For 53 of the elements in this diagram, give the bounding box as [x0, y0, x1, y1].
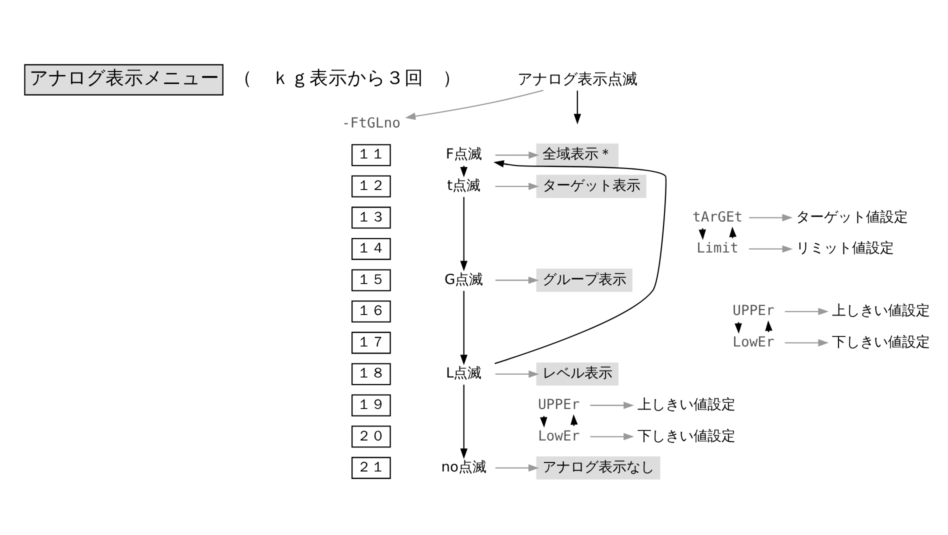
node-text: 下しきい値設定	[832, 334, 930, 350]
node-box: ターゲット表示	[536, 174, 646, 198]
node-text: tArGEt	[692, 209, 743, 226]
node-box: １２	[351, 175, 391, 198]
node-box: １５	[351, 269, 391, 292]
node-text: F点滅	[446, 146, 482, 163]
node-text: L点滅	[446, 366, 482, 382]
arrow	[460, 197, 468, 272]
arrow	[495, 464, 539, 472]
node-text: 上しきい値設定	[637, 396, 736, 413]
arrow	[784, 339, 829, 346]
arrow	[493, 160, 666, 364]
node-text: no点滅	[441, 460, 487, 476]
node-box: １７	[351, 332, 391, 354]
node-text: ターゲット値設定	[796, 209, 908, 226]
node-text: 上しきい値設定	[832, 303, 930, 320]
node-text: UPPEr	[732, 303, 774, 320]
arrow	[460, 290, 468, 366]
node-box: １１	[351, 144, 391, 166]
arrow	[495, 182, 540, 190]
node-box: １４	[351, 238, 391, 260]
node-text: 下しきい値設定	[637, 428, 736, 444]
node-box: グループ表示	[536, 268, 632, 292]
arrow	[405, 90, 544, 120]
arrow	[748, 245, 793, 253]
arrow	[590, 402, 634, 410]
node-box: アナログ表示なし	[536, 456, 660, 480]
node-label: （ ｋｇ表示から３回 ）	[233, 68, 462, 90]
node-box: １９	[351, 394, 391, 416]
arrow	[495, 151, 540, 159]
node-text: -FtGLno	[342, 115, 400, 132]
node-text: LowEr	[538, 428, 580, 444]
node-text: LowEr	[732, 334, 774, 350]
node-box: ２１	[351, 456, 391, 479]
arrow	[590, 433, 634, 440]
node-text: t点滅	[447, 178, 481, 194]
arrow	[495, 276, 539, 284]
arrow	[495, 370, 540, 378]
arrow	[460, 384, 468, 459]
node-box: 全域表示＊	[536, 144, 619, 167]
node-text: UPPEr	[538, 396, 580, 413]
node-box: ２０	[351, 426, 391, 448]
node-text: アナログ表示点滅	[517, 70, 638, 88]
arrow	[749, 214, 793, 222]
arrow	[784, 308, 829, 316]
node-box: １８	[351, 363, 391, 386]
node-text: Limit	[696, 240, 739, 257]
node-box: １３	[351, 206, 391, 229]
node-text: G点滅	[444, 272, 484, 288]
node-text: リミット値設定	[796, 240, 894, 257]
arrow	[574, 90, 582, 124]
node-box: １６	[351, 300, 391, 323]
node-box: レベル表示	[536, 362, 619, 386]
